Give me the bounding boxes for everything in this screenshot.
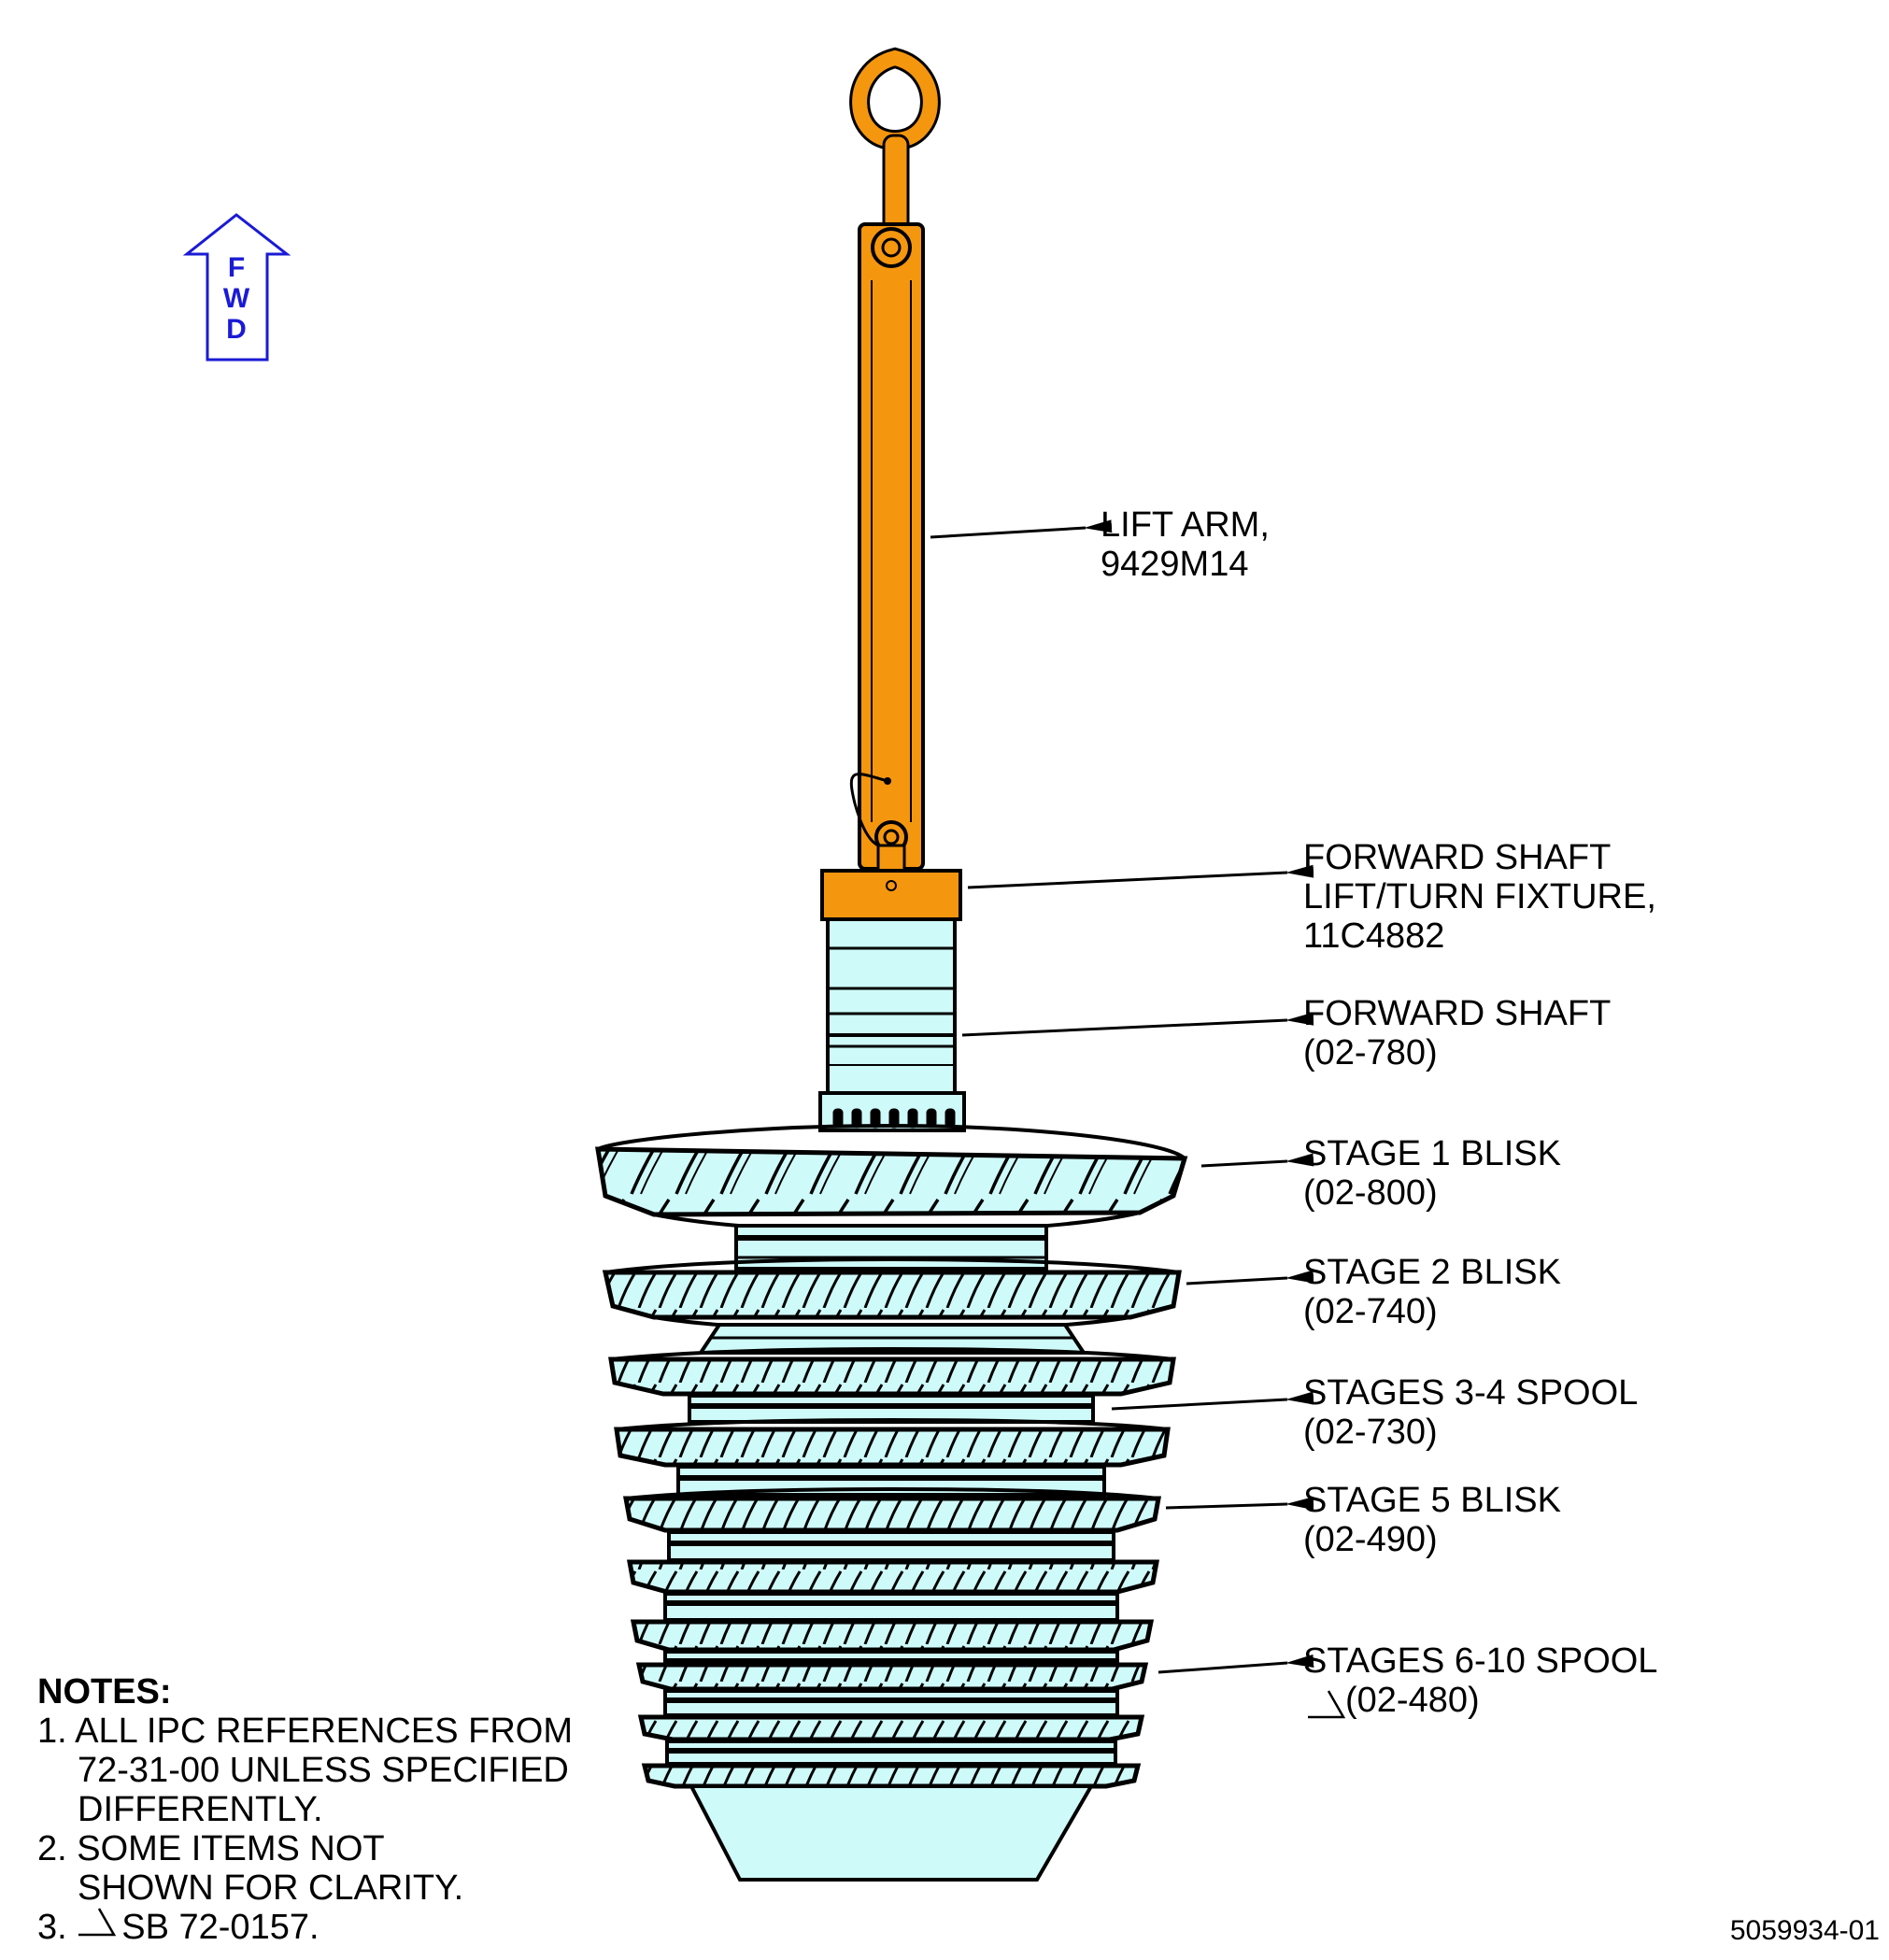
service-bulletin-icon — [78, 1908, 117, 1937]
note-line: DIFFERENTLY. — [78, 1790, 323, 1829]
fwd-letter: W — [223, 283, 250, 314]
forward-shaft — [818, 917, 966, 1132]
note-number: 2. — [37, 1829, 67, 1868]
notes-block: NOTES: 1. ALL IPC REFERENCES FROM 72-31-… — [37, 1672, 573, 1947]
label-line: 9429M14 — [1101, 545, 1249, 584]
note-number: 3. — [37, 1908, 67, 1947]
label-line: (02-740) — [1303, 1292, 1438, 1331]
lift-arm — [849, 222, 925, 875]
label-stage5-blisk: STAGE 5 BLISK (02-490) — [1303, 1481, 1561, 1559]
fwd-letter: F — [228, 252, 245, 283]
note-item: 3. SB 72-0157. — [37, 1908, 573, 1947]
lift-ring — [849, 47, 941, 151]
label-stages610-spool: STAGES 6-10 SPOOL (02-480) — [1303, 1641, 1657, 1720]
label-line: (02-780) — [1303, 1033, 1438, 1072]
stage5-blisk — [623, 1486, 1161, 1533]
label-line: LIFT ARM, — [1101, 505, 1270, 545]
label-line: LIFT/TURN FIXTURE, — [1303, 877, 1656, 916]
label-line: STAGE 1 BLISK — [1303, 1134, 1561, 1173]
stage1-blisk — [595, 1123, 1188, 1234]
note-line: SHOWN FOR CLARITY. — [78, 1868, 464, 1908]
stages34-spool — [608, 1323, 1176, 1468]
label-stage2-blisk: STAGE 2 BLISK (02-740) — [1303, 1253, 1561, 1331]
fwd-arrow-icon: F W D — [182, 213, 291, 362]
notes-title: NOTES: — [37, 1672, 172, 1711]
label-line: STAGE 5 BLISK — [1303, 1481, 1561, 1520]
label-stages34-spool: STAGES 3-4 SPOOL (02-730) — [1303, 1373, 1638, 1452]
label-line: (02-730) — [1303, 1413, 1438, 1452]
label-lift-turn-fixture: FORWARD SHAFT LIFT/TURN FIXTURE, 11C4882 — [1303, 838, 1656, 956]
stages610-spool — [627, 1530, 1159, 1882]
service-bulletin-icon — [1308, 1690, 1346, 1719]
label-line: STAGES 6-10 SPOOL — [1303, 1641, 1658, 1681]
stage2-blisk — [602, 1257, 1182, 1333]
note-line: 72-31-00 UNLESS SPECIFIED — [78, 1751, 569, 1790]
fwd-letter: D — [226, 314, 247, 345]
label-line: FORWARD SHAFT — [1303, 994, 1612, 1033]
note-item: 2. SOME ITEMS NOT — [37, 1829, 573, 1868]
label-forward-shaft: FORWARD SHAFT (02-780) — [1303, 994, 1611, 1072]
note-number: 1. — [37, 1711, 67, 1751]
lift-turn-fixture — [820, 869, 962, 921]
label-line: STAGES 3-4 SPOOL — [1303, 1373, 1639, 1413]
note-line: SOME ITEMS NOT — [77, 1829, 385, 1868]
label-lift-arm: LIFT ARM, 9429M14 — [1101, 505, 1270, 584]
label-line: FORWARD SHAFT — [1303, 838, 1612, 877]
leader-lines — [930, 519, 1314, 1674]
note-item: 1. ALL IPC REFERENCES FROM — [37, 1711, 573, 1751]
label-line: (02-480) — [1345, 1681, 1480, 1720]
note-line: ALL IPC REFERENCES FROM — [75, 1711, 573, 1751]
label-line: (02-800) — [1303, 1173, 1438, 1213]
figure-number: 5059934-01 — [1729, 1915, 1880, 1946]
label-line: STAGE 2 BLISK — [1303, 1253, 1561, 1292]
note-line: SB 72-0157. — [121, 1908, 320, 1947]
label-line: (02-490) — [1303, 1520, 1438, 1559]
label-stage1-blisk: STAGE 1 BLISK (02-800) — [1303, 1134, 1561, 1213]
label-line: 11C4882 — [1303, 916, 1445, 956]
